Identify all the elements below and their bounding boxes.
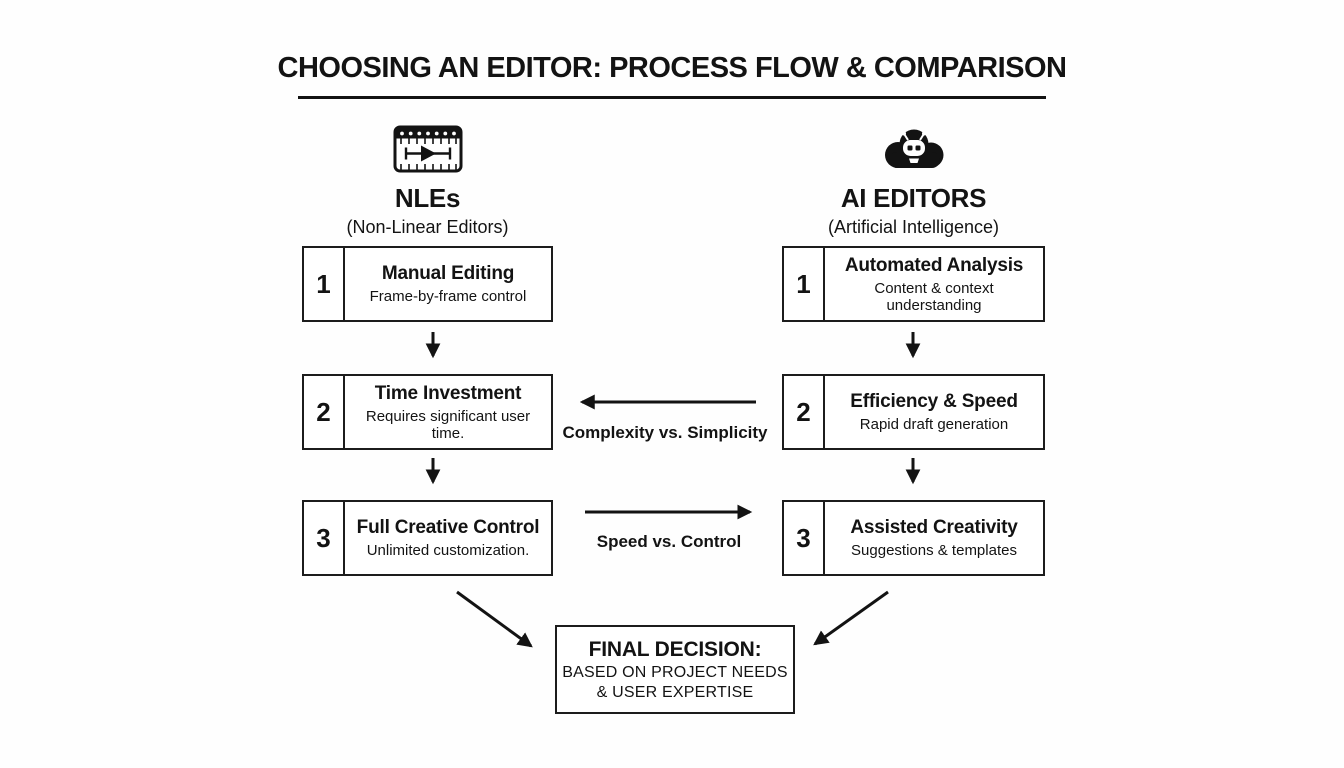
step-title: Full Creative Control (356, 517, 540, 538)
step-box-ai-1: 1 Automated Analysis Content & context u… (782, 246, 1045, 322)
step-title: Time Investment (374, 382, 522, 404)
step-description: Suggestions & templates (851, 542, 1017, 559)
step-title: Automated Analysis (844, 254, 1024, 276)
comparison-label-speed: Speed vs. Control (596, 532, 742, 551)
film-strip-icon (302, 119, 553, 173)
step-title: Assisted Creativity (850, 517, 1018, 538)
column-header-ai: AI EDITORS (Artificial Intelligence) (782, 119, 1045, 238)
column-subtitle-ai: (Artificial Intelligence) (827, 217, 1000, 237)
step-number: 3 (304, 502, 345, 574)
arrow-nle-to-final (456, 590, 533, 648)
step-box-ai-3: 3 Assisted Creativity Suggestions & temp… (782, 500, 1045, 576)
column-header-nle: NLEs (Non-Linear Editors) (302, 119, 553, 238)
step-number: 2 (784, 376, 825, 448)
column-title-nle: NLEs (394, 183, 461, 213)
title-underline (298, 96, 1046, 99)
step-number: 1 (304, 248, 345, 320)
arrow-ai-to-final (813, 590, 889, 646)
step-description: Content & context understanding (874, 279, 994, 314)
step-title: Manual Editing (381, 263, 515, 284)
page-title: CHOOSING AN EDITOR: PROCESS FLOW & COMPA… (277, 52, 1068, 84)
column-title-ai: AI EDITORS (840, 183, 987, 213)
step-title: Efficiency & Speed (850, 391, 1018, 412)
column-subtitle-nle: (Non-Linear Editors) (346, 217, 509, 237)
step-box-ai-2: 2 Efficiency & Speed Rapid draft generat… (782, 374, 1045, 450)
step-number: 3 (784, 502, 825, 574)
step-description: Unlimited customization. (366, 542, 530, 559)
step-number: 2 (304, 376, 345, 448)
step-description: Rapid draft generation (859, 416, 1009, 433)
final-decision-line1: BASED ON PROJECT NEEDS (562, 663, 788, 681)
step-box-nle-2: 2 Time Investment Requires significant u… (302, 374, 553, 450)
step-box-nle-3: 3 Full Creative Control Unlimited custom… (302, 500, 553, 576)
final-decision-line2: & USER EXPERTISE (596, 683, 754, 701)
cloud-robot-icon (782, 119, 1045, 173)
final-decision-title: FINAL DECISION: (588, 637, 762, 661)
step-description: Requires significant user time. (365, 407, 531, 442)
step-description: Frame-by-frame control (369, 288, 527, 305)
comparison-label-complexity: Complexity vs. Simplicity (562, 423, 768, 442)
step-number: 1 (784, 248, 825, 320)
final-decision-box: FINAL DECISION: BASED ON PROJECT NEEDS &… (555, 625, 795, 714)
step-box-nle-1: 1 Manual Editing Frame-by-frame control (302, 246, 553, 322)
